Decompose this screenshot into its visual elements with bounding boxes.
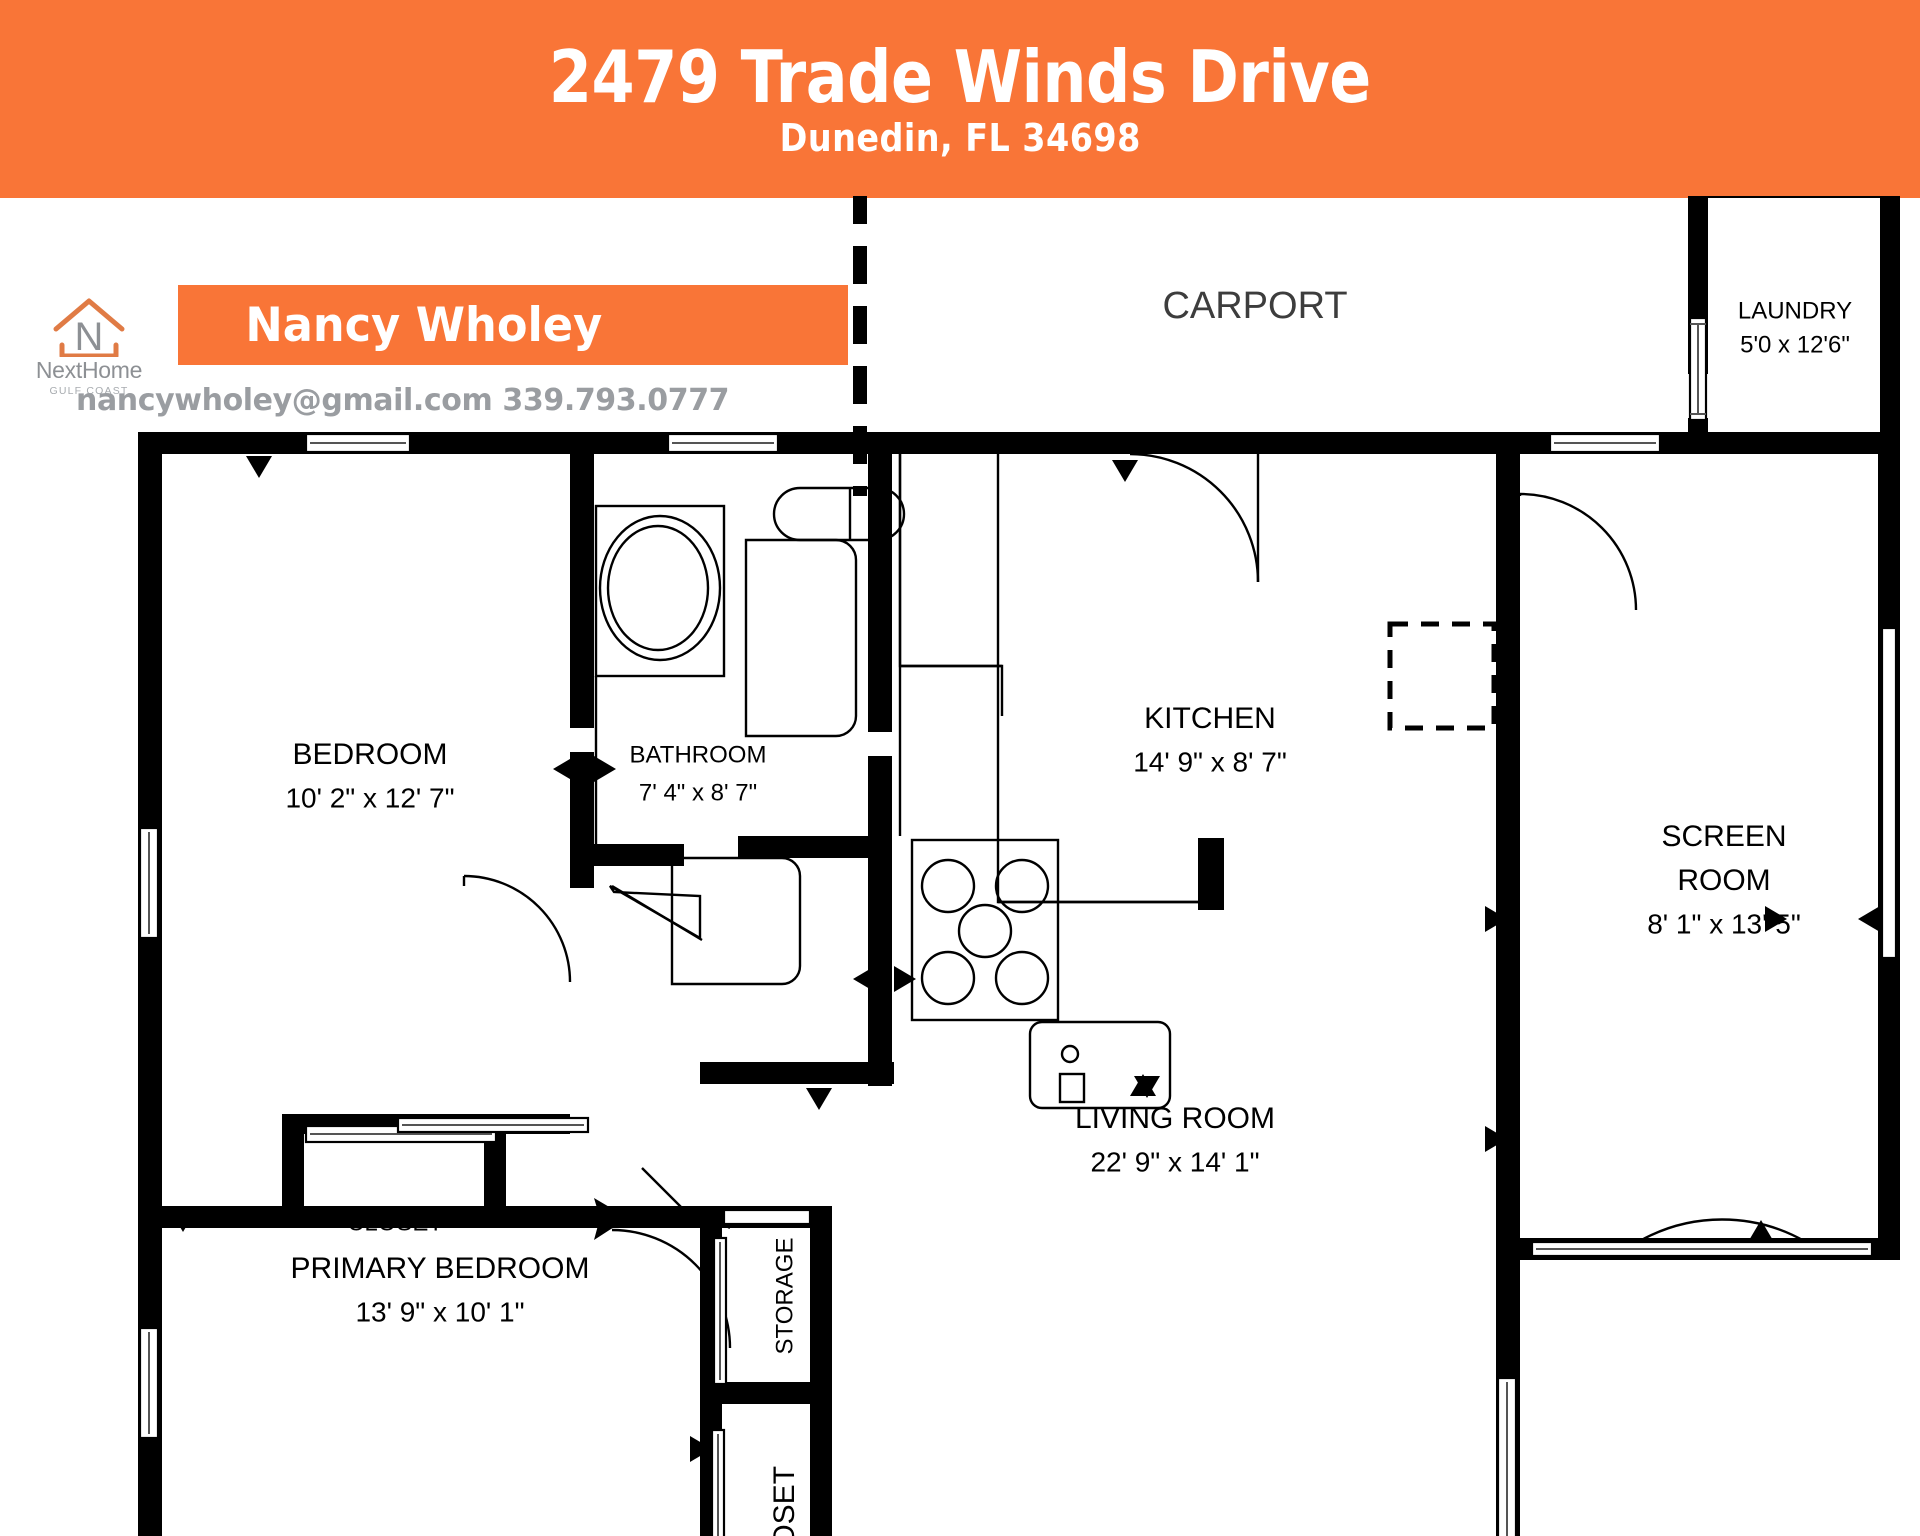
windows (138, 432, 1898, 1536)
laundry-room (1688, 196, 1900, 444)
page-subtitle: Dunedin, FL 34698 (779, 115, 1141, 160)
sink-vanity-icon (594, 504, 726, 678)
exterior-walls (138, 432, 1696, 1536)
room-label-laundry: LAUNDRY (1738, 297, 1852, 324)
room-label-storage: STORAGE (771, 1238, 798, 1355)
room-label-kitchen: KITCHEN (1144, 702, 1276, 735)
agent-branding-block: N NextHome GULF COAST Nancy Wholey nancy… (28, 285, 848, 465)
room-label-bathroom: BATHROOM (630, 741, 767, 768)
door-swings (462, 452, 1638, 1349)
interior-walls (160, 432, 1520, 1536)
bathtub-icon (670, 538, 858, 986)
room-label-closet-primary: CLOSET (768, 1466, 801, 1536)
room-dim-living-room: 22' 9" x 14' 1" (1090, 1146, 1259, 1177)
floor-plan-drawing: CARPORT LAUNDRY 5'0 x 12'6" BEDROOM 10' … (138, 196, 1900, 1536)
svg-text:N: N (75, 315, 104, 357)
room-label-screen-room-line2: ROOM (1677, 864, 1770, 897)
nexthome-logo: N NextHome GULF COAST (28, 285, 150, 400)
page-title: 2479 Trade Winds Drive (549, 35, 1371, 120)
room-labels: CARPORT LAUNDRY 5'0 x 12'6" BEDROOM 10' … (285, 285, 1852, 1536)
kitchen-fixtures (898, 454, 1224, 1110)
nexthome-wordmark: NextHome (35, 357, 143, 383)
nexthome-region: GULF COAST (49, 385, 129, 397)
agent-contact: nancywholey@gmail.com 339.793.0777 (76, 383, 730, 418)
room-label-screen-room-line1: SCREEN (1661, 820, 1786, 853)
room-dim-laundry: 5'0 x 12'6" (1740, 331, 1850, 358)
room-dim-bedroom: 10' 2" x 12' 7" (285, 782, 454, 813)
room-dim-primary-bedroom: 13' 9" x 10' 1" (355, 1296, 524, 1327)
ceiling-feature-outline (1387, 621, 1497, 731)
room-label-bedroom: BEDROOM (292, 738, 447, 771)
closet-shelving (304, 1116, 812, 1536)
room-label-carport: CARPORT (1162, 285, 1347, 327)
stove-range-icon (910, 838, 1060, 1022)
room-dim-screen-room: 8' 1" x 13' 5" (1647, 908, 1801, 939)
room-label-living-room: LIVING ROOM (1075, 1102, 1275, 1135)
wall-markers (170, 456, 1880, 1462)
toilet-icon (772, 486, 906, 542)
room-dim-kitchen: 14' 9" x 8' 7" (1133, 746, 1287, 777)
kitchen-sink-icon (1028, 1020, 1172, 1110)
agent-name: Nancy Wholey (245, 297, 603, 353)
room-label-primary-bedroom: PRIMARY BEDROOM (291, 1252, 590, 1285)
room-label-closet-bedroom: CLOSET (347, 1209, 443, 1236)
house-outline-with-n-icon: N (53, 298, 125, 359)
bathroom-fixtures (594, 486, 906, 986)
agent-name-bar: Nancy Wholey (178, 285, 848, 365)
room-dim-bathroom: 7' 4" x 8' 7" (639, 779, 757, 806)
header-banner: 2479 Trade Winds Drive Dunedin, FL 34698 (0, 0, 1920, 198)
